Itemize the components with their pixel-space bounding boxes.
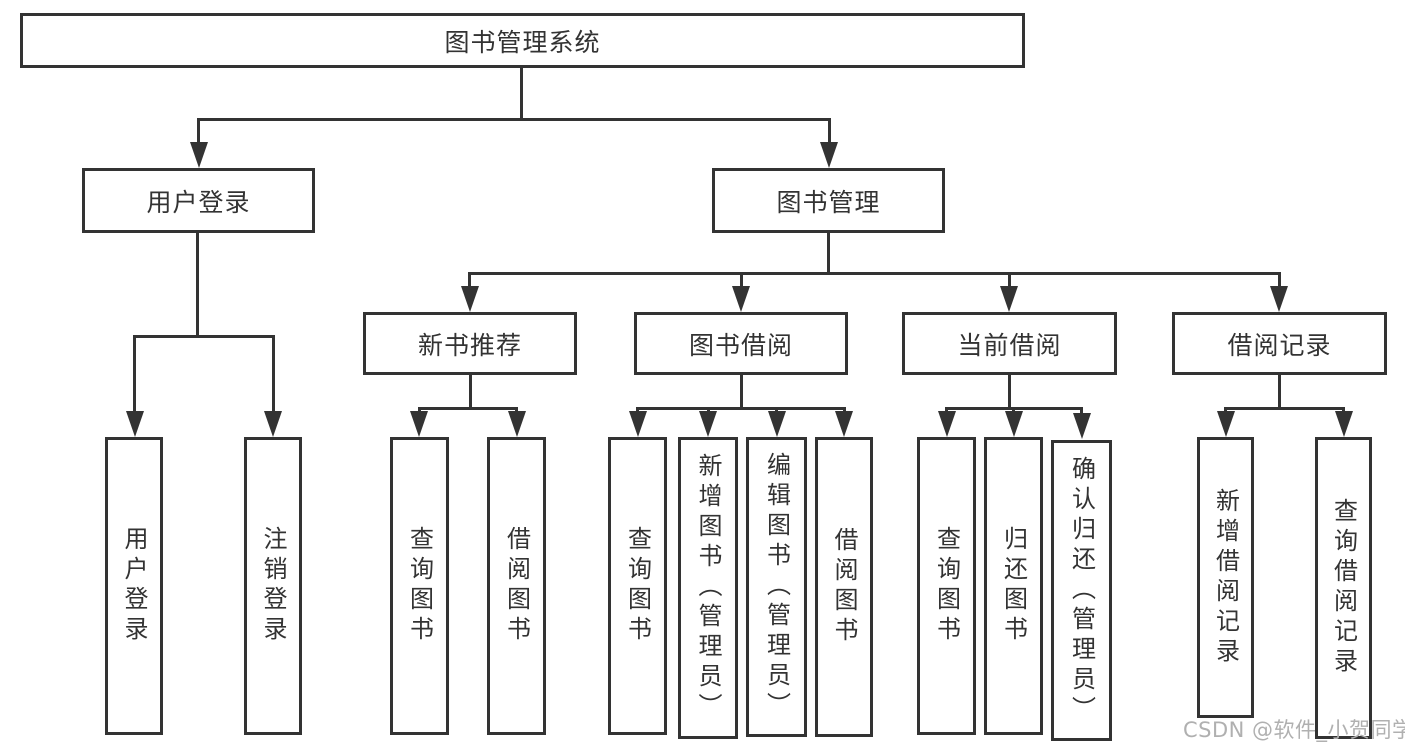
leaf-cb-return-book: 归还图书 <box>984 437 1043 735</box>
arrow-down-icon <box>1000 286 1018 312</box>
node-borrow-record: 借阅记录 <box>1172 312 1387 375</box>
arrow-down-icon <box>835 411 853 437</box>
connector-new-book-recommend-stem <box>469 375 472 410</box>
arrow-down-icon <box>1270 286 1288 312</box>
leaf-cb-confirm-return: 确认归还（管理员） <box>1051 440 1112 741</box>
connector-drop-current-borrow <box>1008 272 1011 294</box>
connector-root-stem <box>520 68 523 121</box>
connector-book-management-stem <box>827 233 830 275</box>
leaf-rec-query-book: 查询图书 <box>390 437 449 735</box>
connector-drop-borrow-record <box>1278 272 1281 294</box>
connector-drop-leaf-logout <box>272 335 275 415</box>
connector-book-borrow-stem <box>740 375 743 410</box>
node-root: 图书管理系统 <box>20 13 1025 68</box>
connector-borrow-record-stem <box>1278 375 1281 410</box>
arrow-down-icon <box>629 411 647 437</box>
arrow-down-icon <box>1073 413 1091 439</box>
arrow-down-icon <box>190 142 208 168</box>
connector-book-management-split <box>468 272 1281 275</box>
arrow-down-icon <box>126 411 144 437</box>
arrow-down-icon <box>1217 411 1235 437</box>
arrow-down-icon <box>508 411 526 437</box>
connector-borrow-record-split <box>1224 407 1345 410</box>
connector-root-split <box>197 118 831 121</box>
node-user-login: 用户登录 <box>82 168 315 233</box>
arrow-down-icon <box>1335 411 1353 437</box>
connector-drop-new-book-recommend <box>468 272 471 294</box>
leaf-logout: 注销登录 <box>244 437 302 735</box>
node-new-book-recommend: 新书推荐 <box>363 312 577 375</box>
connector-new-book-recommend-split <box>418 407 518 410</box>
connector-current-borrow-stem <box>1008 375 1011 410</box>
arrow-down-icon <box>699 411 717 437</box>
connector-user-login-stem <box>196 233 199 338</box>
leaf-br-add-record: 新增借阅记录 <box>1197 437 1254 718</box>
connector-book-borrow-split <box>636 407 846 410</box>
arrow-down-icon <box>264 411 282 437</box>
watermark: CSDN @软件_小贺同学 <box>1183 718 1405 742</box>
node-book-borrow: 图书借阅 <box>634 312 848 375</box>
arrow-down-icon <box>410 411 428 437</box>
connector-drop-user-login <box>197 118 200 148</box>
node-book-management: 图书管理 <box>712 168 945 233</box>
leaf-br-query-record: 查询借阅记录 <box>1315 437 1372 739</box>
leaf-bb-edit-book: 编辑图书（管理员） <box>746 437 807 737</box>
connector-user-login-split <box>133 335 275 338</box>
leaf-rec-borrow-book: 借阅图书 <box>487 437 546 735</box>
arrow-down-icon <box>461 286 479 312</box>
arrow-down-icon <box>820 142 838 168</box>
node-current-borrow: 当前借阅 <box>902 312 1117 375</box>
connector-drop <box>1080 407 1083 416</box>
leaf-user-login: 用户登录 <box>105 437 163 735</box>
connector-drop-book-management <box>828 118 831 148</box>
arrow-down-icon <box>938 411 956 437</box>
leaf-cb-query-book: 查询图书 <box>917 437 976 735</box>
connector-drop-leaf-user-login <box>133 335 136 415</box>
leaf-bb-borrow-book: 借阅图书 <box>815 437 873 737</box>
arrow-down-icon <box>1005 411 1023 437</box>
arrow-down-icon <box>732 286 750 312</box>
arrow-down-icon <box>768 411 786 437</box>
connector-drop-book-borrow <box>740 272 743 294</box>
leaf-bb-add-book: 新增图书（管理员） <box>678 437 738 739</box>
leaf-bb-query-book: 查询图书 <box>608 437 667 735</box>
